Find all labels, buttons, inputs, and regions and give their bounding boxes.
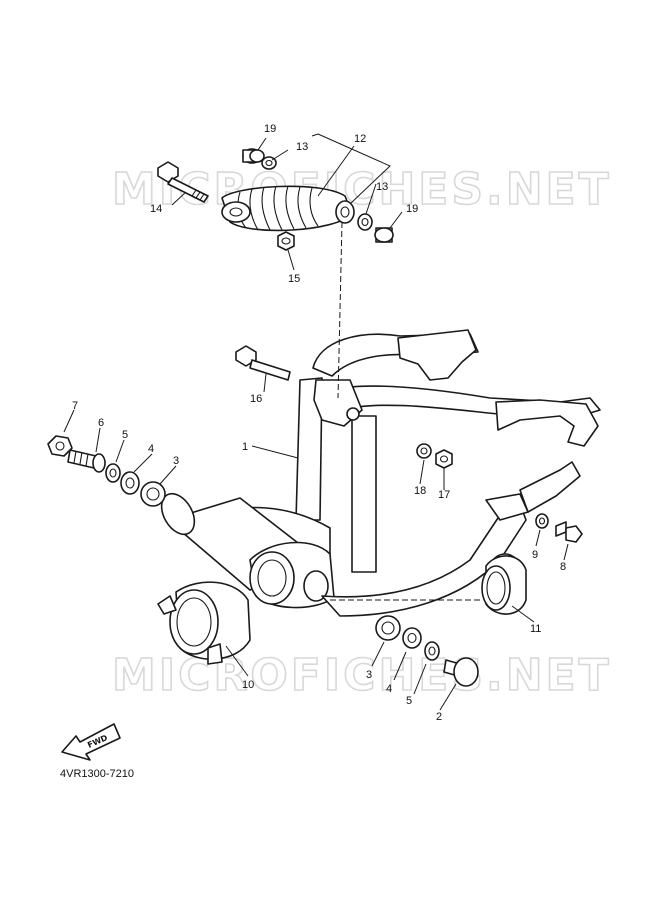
callout-7: 7 <box>72 400 78 412</box>
callout-3b: 3 <box>366 669 372 681</box>
nut-7 <box>47 435 73 457</box>
callout-16: 16 <box>250 393 262 405</box>
callout-6: 6 <box>98 417 104 429</box>
callout-14: 14 <box>150 203 162 215</box>
callout-15: 15 <box>288 273 300 285</box>
callout-2: 2 <box>436 711 442 723</box>
cover-10 <box>157 581 251 665</box>
callout-17: 17 <box>438 489 450 501</box>
callout-19a: 19 <box>264 123 276 135</box>
cap-11 <box>481 553 527 615</box>
callout-5b: 5 <box>406 695 412 707</box>
shock-absorber <box>221 185 355 232</box>
diagram-code: 4VR1300-7210 <box>60 768 134 780</box>
shock-bolt <box>157 161 209 203</box>
callout-18: 18 <box>414 485 426 497</box>
callout-9: 9 <box>532 549 538 561</box>
washer-5-left <box>105 463 121 483</box>
swingarm <box>160 329 601 617</box>
bearing-3-left <box>140 481 166 507</box>
callout-19b: 19 <box>406 203 418 215</box>
callout-13b: 13 <box>376 181 388 193</box>
fwd-arrow-icon: FWD <box>61 723 121 761</box>
washer-4-left <box>120 471 140 495</box>
callout-8: 8 <box>560 561 566 573</box>
callout-10: 10 <box>242 679 254 691</box>
callout-13a: 13 <box>296 141 308 153</box>
watermark-bottom: MICROFICHES.NET <box>112 650 612 701</box>
callout-1: 1 <box>242 441 248 453</box>
callout-5a: 5 <box>122 429 128 441</box>
washer-4-right <box>402 627 422 649</box>
collar-right <box>374 227 394 243</box>
callout-4a: 4 <box>148 443 154 455</box>
collar-upper-left <box>242 148 265 164</box>
callout-4b: 4 <box>386 683 392 695</box>
washer-right <box>357 213 373 231</box>
washer-5-right <box>424 641 440 661</box>
nut-17 <box>435 449 453 469</box>
nut-15 <box>277 231 295 251</box>
leader-lines <box>63 133 569 711</box>
callout-11: 11 <box>530 623 541 635</box>
pivot-bolt-2 <box>443 657 479 687</box>
bolt-16 <box>235 345 291 381</box>
pivot-shaft-6 <box>67 449 106 473</box>
washer-18 <box>416 443 432 459</box>
bolt-8 <box>555 521 583 543</box>
callout-12: 12 <box>354 133 366 145</box>
assembly-lines <box>330 221 480 601</box>
washer-9 <box>535 513 549 529</box>
callouts: 19 13 12 13 19 14 15 16 1 7 6 5 4 3 18 1… <box>72 123 566 723</box>
callout-3a: 3 <box>173 455 179 467</box>
bearing-3-right <box>375 615 401 641</box>
